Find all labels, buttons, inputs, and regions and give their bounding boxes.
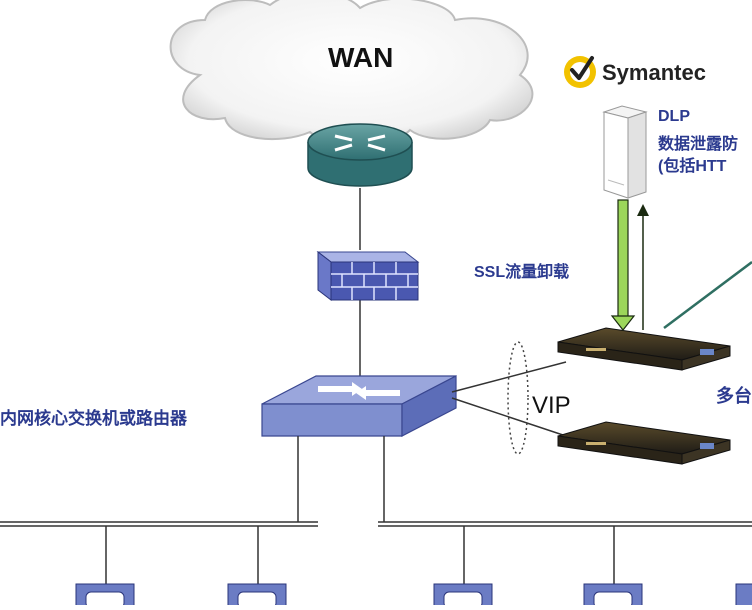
core-switch-icon — [261, 375, 457, 437]
firewall-icon — [316, 250, 420, 302]
client-host-icon — [735, 583, 752, 609]
client-host-icon — [583, 583, 643, 609]
dlp-description: 数据泄露防 — [658, 136, 739, 153]
load-balancer-icon — [557, 421, 731, 465]
cloud-icon — [169, 0, 534, 147]
link-switch-lb1 — [451, 361, 567, 393]
router-icon — [307, 123, 413, 187]
client-host-icon — [75, 583, 135, 609]
symantec-label: Symantec — [602, 60, 706, 85]
dlp-server-icon — [602, 105, 648, 199]
ssl-offload-label: SSL流量卸载 — [474, 264, 570, 281]
core-switch-label: 内网核心交换机或路由器 — [0, 409, 187, 428]
link-lb-to-servers — [663, 261, 752, 329]
dlp-scope: (包括HTT — [658, 158, 727, 175]
link-switch-lb2 — [451, 397, 567, 437]
client-host-icon — [227, 583, 287, 609]
symantec-check-icon — [564, 56, 596, 88]
client-host-icon — [433, 583, 493, 609]
dlp-label: DLP — [658, 108, 690, 125]
load-balancer-icon — [557, 327, 731, 371]
ssl-arrow-up — [637, 204, 649, 330]
vip-label: VIP — [532, 392, 571, 419]
wan-label: WAN — [328, 42, 394, 73]
vip-ellipse — [507, 341, 529, 455]
ssl-arrow-down — [610, 199, 636, 331]
multi-appliance-label: 多台 — [716, 386, 752, 406]
